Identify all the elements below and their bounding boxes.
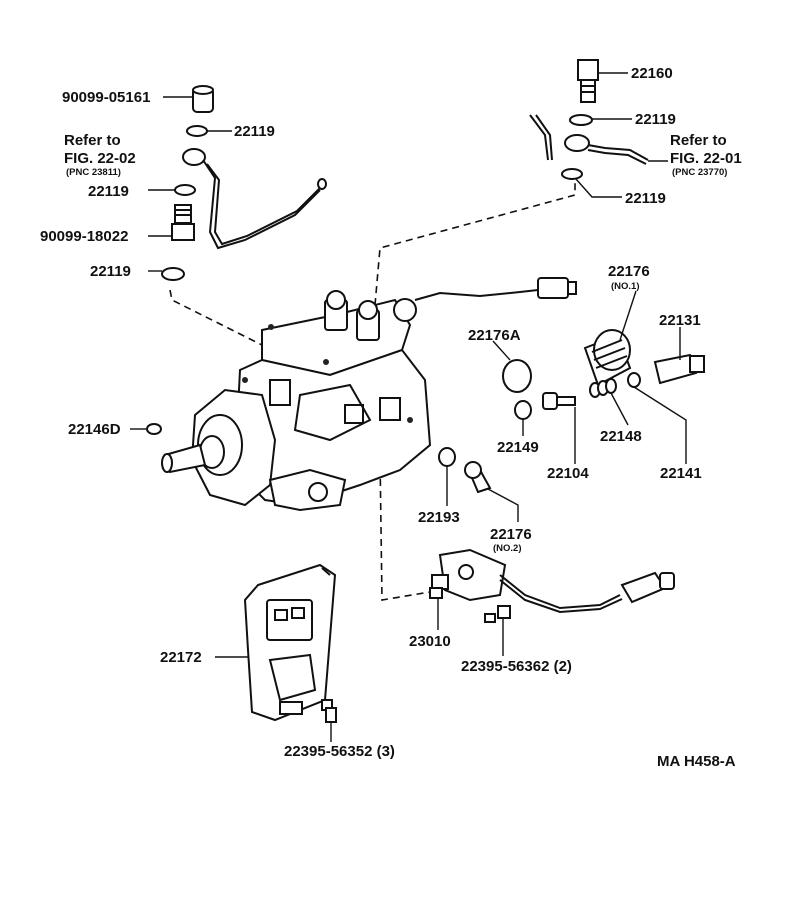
- label-22131: 22131: [659, 312, 701, 329]
- part-22148-spring: [589, 378, 617, 398]
- figure-code: MA H458-A: [657, 753, 736, 770]
- part-22193-ring: [438, 447, 456, 467]
- label-refer-right-2: FIG. 22-01: [670, 150, 742, 167]
- label-22119-e: 22119: [625, 190, 666, 207]
- label-23010: 23010: [409, 633, 451, 650]
- label-22176A: 22176A: [468, 327, 521, 344]
- part-22176-no2-gear: [464, 461, 492, 494]
- part-22176-no1-gear: [583, 329, 632, 387]
- part-22160-bolt: [577, 59, 599, 103]
- part-22395-56352-bolt: [321, 699, 337, 723]
- part-22395-56362-bolt: [484, 605, 511, 623]
- label-22148: 22148: [600, 428, 642, 445]
- label-refer-left-1: Refer to: [64, 132, 121, 149]
- label-22176-no2-sub: (NO.2): [493, 543, 522, 554]
- part-22119-washer-a: [186, 125, 208, 137]
- label-22395-56362: 22395-56362 (2): [461, 658, 572, 675]
- injection-pump-body: [161, 277, 577, 512]
- label-refer-right-1: Refer to: [670, 132, 727, 149]
- part-labels: 90099-05161 22119 Refer to FIG. 22-02 (P…: [40, 65, 742, 770]
- label-refer-right-pnc: (PNC 23770): [672, 167, 727, 178]
- part-22119-washer-e: [561, 168, 583, 180]
- part-22141-ring: [627, 372, 641, 388]
- part-23010-sensor: [429, 548, 675, 614]
- part-22176A-oring: [502, 359, 532, 393]
- part-left-fuel-pipe: [182, 148, 327, 250]
- label-22119-a: 22119: [234, 123, 275, 140]
- label-22176-no2: 22176: [490, 526, 532, 543]
- part-90099-18022-bolt: [171, 204, 195, 241]
- part-22119-washer-c: [161, 267, 185, 281]
- part-90099-05161-cap: [192, 85, 214, 113]
- part-22149-ring: [514, 400, 532, 420]
- label-22104: 22104: [547, 465, 589, 482]
- label-22146D: 22146D: [68, 421, 121, 438]
- label-22176-no1: 22176: [608, 263, 650, 280]
- leader-lines: [130, 72, 687, 742]
- assembly-dashed-lines: [169, 180, 576, 601]
- label-refer-left-pnc: (PNC 23811): [66, 167, 121, 178]
- part-22146D-plug: [146, 423, 162, 435]
- part-22104-screw: [542, 392, 576, 410]
- label-22172: 22172: [160, 649, 202, 666]
- label-22193: 22193: [418, 509, 460, 526]
- part-22119-washer-d: [569, 114, 593, 126]
- label-22395-56352: 22395-56352 (3): [284, 743, 395, 760]
- part-right-fuel-pipe: [529, 114, 649, 165]
- label-90099-05161: 90099-05161: [62, 89, 150, 106]
- part-22172-plate: [243, 563, 337, 722]
- label-90099-18022: 90099-18022: [40, 228, 128, 245]
- label-refer-left-2: FIG. 22-02: [64, 150, 136, 167]
- label-22119-c: 22119: [90, 263, 131, 280]
- label-22119-b: 22119: [88, 183, 129, 200]
- part-22119-washer-b: [174, 184, 196, 196]
- label-22119-d: 22119: [635, 111, 676, 128]
- label-22141: 22141: [660, 465, 702, 482]
- part-22131-sleeve: [653, 353, 705, 385]
- label-22160: 22160: [631, 65, 673, 82]
- label-22176-no1-sub: (NO.1): [611, 281, 640, 292]
- label-22149: 22149: [497, 439, 539, 456]
